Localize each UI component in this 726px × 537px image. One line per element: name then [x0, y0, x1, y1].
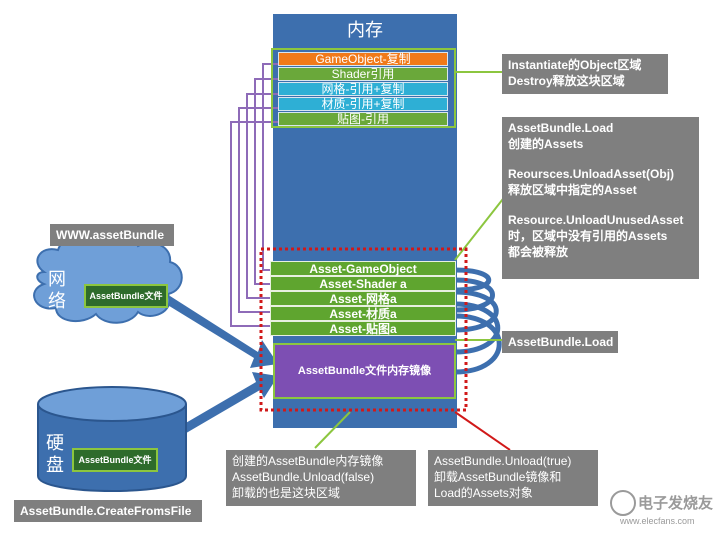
create-from-file-label: AssetBundle.CreateFromsFile [14, 500, 202, 522]
top-bar-texture: 贴图-引用 [278, 112, 448, 126]
disk-label-2: 盘 [46, 455, 64, 475]
asset-bar-shader: Asset-Shader a [270, 276, 456, 291]
network-label-2: 络 [48, 291, 66, 311]
load-info-note: AssetBundle.Load 创建的Assets Reoursces.Unl… [502, 117, 699, 279]
watermark-brand: 电子发烧友 [638, 495, 714, 512]
memory-title: 内存 [347, 20, 383, 40]
top-bar-material: 材质-引用+复制 [278, 97, 448, 111]
watermark-logo-icon [610, 490, 636, 516]
asset-bar-texture: Asset-贴图a [270, 321, 456, 336]
unload-false-line2: AssetBundle.Unload(false) [232, 470, 375, 484]
instantiate-group [271, 48, 456, 128]
assetbundle-mirror: AssetBundle文件内存镜像 [273, 343, 456, 399]
unload-true-note: AssetBundle.Unload(true) 卸载AssetBundle镜像… [428, 450, 598, 506]
unload-false-note: 创建的AssetBundle内存镜像 AssetBundle.Unload(fa… [226, 450, 416, 506]
unload-true-line1: AssetBundle.Unload(true) [434, 454, 572, 468]
instantiate-note: Instantiate的Object区域 Destroy释放这块区域 [502, 54, 668, 94]
watermark-url: www.elecfans.com [620, 516, 695, 526]
instantiate-note-line2: Destroy释放这块区域 [508, 74, 625, 88]
asset-bar-material: Asset-材质a [270, 306, 456, 321]
top-bar-mesh: 网格-引用+复制 [278, 82, 448, 96]
load-info-line4: Reoursces.UnloadAsset(Obj) [508, 167, 675, 181]
disk-file-box: AssetBundle文件 [72, 448, 158, 472]
load-info-line2: 创建的Assets [508, 137, 584, 151]
www-assetbundle-label: WWW.assetBundle [50, 224, 174, 246]
disk-label-1: 硬 [46, 433, 64, 453]
watermark: 电子发烧友 www.elecfans.com [610, 488, 722, 532]
load-info-line1: AssetBundle.Load [508, 121, 614, 135]
assetbundle-load-note: AssetBundle.Load [502, 331, 618, 353]
load-info-line7: Resource.UnloadUnusedAsset [508, 213, 684, 227]
asset-bar-gameobject: Asset-GameObject [270, 261, 456, 276]
unload-true-line3: Load的Assets对象 [434, 486, 533, 500]
unload-false-line1: 创建的AssetBundle内存镜像 [232, 454, 384, 468]
load-info-line5: 释放区域中指定的Asset [508, 183, 637, 197]
disk-label: 硬 盘 [46, 432, 64, 476]
load-info-line8: 时，区域中没有引用的Assets [508, 229, 668, 243]
unload-true-line2: 卸载AssetBundle镜像和 [434, 470, 562, 484]
asset-bar-mesh: Asset-网格a [270, 291, 456, 306]
top-bar-shader: Shader引用 [278, 67, 448, 81]
top-bar-gameobject: GameObject-复制 [278, 52, 448, 66]
unload-false-line3: 卸载的也是这块区域 [232, 486, 341, 500]
network-label-1: 网 [48, 269, 66, 289]
network-label: 网 络 [48, 268, 66, 312]
load-info-line9: 都会被释放 [508, 245, 569, 259]
instantiate-note-line1: Instantiate的Object区域 [508, 58, 642, 72]
network-file-box: AssetBundle文件 [84, 284, 168, 308]
